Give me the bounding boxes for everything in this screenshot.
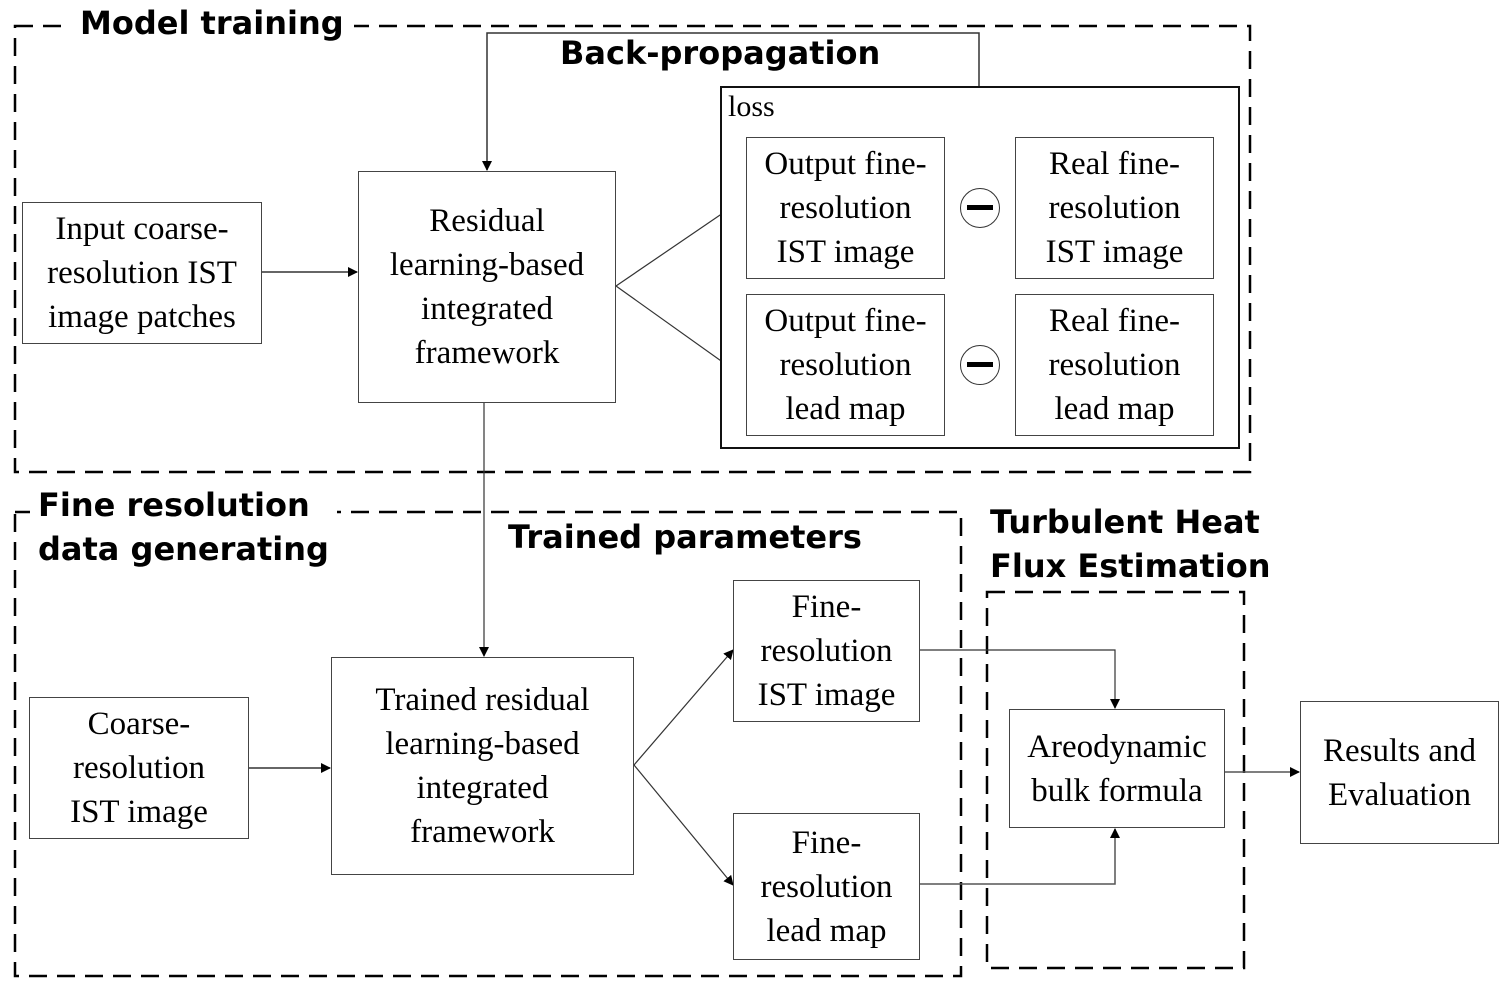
fine-lead-box: Fine- resolution lead map [733, 813, 920, 960]
heat-flux-title: Turbulent Heat Flux Estimation [990, 503, 1271, 585]
trained-parameters-label: Trained parameters [508, 518, 862, 556]
model-training-frame [13, 24, 1252, 474]
minus-icon [960, 345, 1000, 385]
real-ist-box: Real fine- resolution IST image [1015, 137, 1214, 279]
output-ist-box: Output fine- resolution IST image [746, 137, 945, 279]
heat-flux-frame [985, 590, 1246, 970]
arrow-trained-to-fine-ist [633, 649, 734, 766]
minus-icon [960, 188, 1000, 228]
loss-label: loss [728, 90, 775, 123]
fine-ist-box: Fine- resolution IST image [733, 580, 920, 722]
bulk-formula-box: Areodynamic bulk formula [1009, 709, 1225, 828]
arrow-fine-ist-to-bulk [920, 649, 1120, 709]
back-propagation-label: Back-propagation [560, 34, 881, 72]
backprop-arrow [482, 32, 980, 171]
fine-resolution-frame [13, 510, 963, 978]
real-lead-box: Real fine- resolution lead map [1015, 294, 1214, 436]
residual-framework-box: Residual learning-based integrated frame… [358, 171, 616, 403]
coarse-ist-box: Coarse- resolution IST image [29, 697, 249, 839]
output-lead-box: Output fine- resolution lead map [746, 294, 945, 436]
arrow-fine-lead-to-bulk [920, 828, 1120, 885]
trained-framework-box: Trained residual learning-based integrat… [331, 657, 634, 875]
model-training-title: Model training [70, 3, 354, 43]
input-coarse-box: Input coarse- resolution IST image patch… [22, 202, 262, 344]
arrow-trained-to-fine-lead [633, 764, 734, 886]
results-box: Results and Evaluation [1300, 701, 1499, 844]
fine-resolution-title: Fine resolution data generating [30, 483, 337, 571]
